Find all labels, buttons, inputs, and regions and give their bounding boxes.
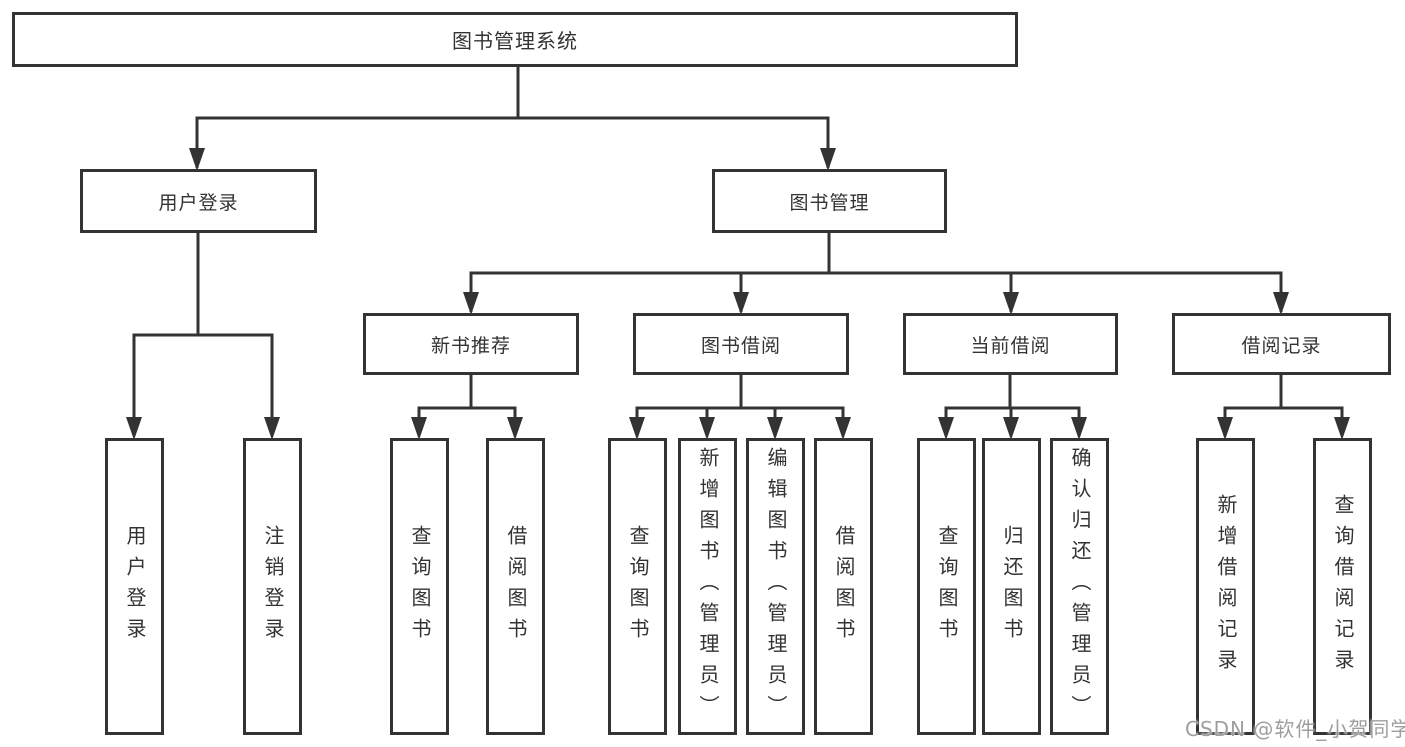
node-book-mgmt-label: 图书管理 — [789, 191, 870, 214]
leaf-cb-query-books-label: 查询图书 — [935, 524, 959, 649]
leaf-bb-borrow-books: 借阅图书 — [814, 438, 873, 735]
leaf-nb-query-books-label: 查询图书 — [408, 524, 432, 649]
leaf-bb-borrow-books-label: 借阅图书 — [832, 524, 856, 649]
node-root: 图书管理系统 — [12, 12, 1018, 67]
leaf-user-login: 用户登录 — [105, 438, 164, 735]
leaf-bb-edit-books-label: 编辑图书（管理员） — [764, 447, 788, 726]
leaf-nb-borrow-books: 借阅图书 — [486, 438, 545, 735]
node-new-book-rec-label: 新书推荐 — [430, 334, 511, 357]
node-root-label: 图书管理系统 — [452, 29, 578, 53]
leaf-nb-query-books: 查询图书 — [390, 438, 449, 735]
leaf-bb-query-books-label: 查询图书 — [626, 524, 650, 649]
leaf-br-add-record: 新增借阅记录 — [1196, 438, 1255, 735]
leaf-cb-return-books: 归还图书 — [982, 438, 1041, 735]
leaf-bb-edit-books: 编辑图书（管理员） — [746, 438, 805, 735]
leaf-cb-query-books: 查询图书 — [917, 438, 976, 735]
leaf-br-query-record: 查询借阅记录 — [1313, 438, 1372, 735]
leaf-bb-add-books-label: 新增图书（管理员） — [696, 447, 720, 726]
leaf-cb-return-books-label: 归还图书 — [1000, 524, 1024, 649]
node-user-login-label: 用户登录 — [158, 191, 239, 214]
node-new-book-rec: 新书推荐 — [363, 313, 579, 375]
leaf-br-query-record-label: 查询借阅记录 — [1331, 493, 1355, 680]
node-current-borrow-label: 当前借阅 — [970, 334, 1051, 357]
node-book-borrow: 图书借阅 — [633, 313, 849, 375]
leaf-logout-label: 注销登录 — [261, 524, 285, 649]
leaf-bb-query-books: 查询图书 — [608, 438, 667, 735]
node-user-login: 用户登录 — [80, 169, 317, 233]
leaf-bb-add-books: 新增图书（管理员） — [678, 438, 737, 735]
node-book-mgmt: 图书管理 — [712, 169, 947, 233]
leaf-nb-borrow-books-label: 借阅图书 — [504, 524, 528, 649]
node-borrow-records: 借阅记录 — [1172, 313, 1391, 375]
node-book-borrow-label: 图书借阅 — [700, 334, 781, 357]
leaf-cb-confirm-return-label: 确认归还（管理员） — [1068, 447, 1092, 726]
leaf-user-login-label: 用户登录 — [123, 524, 147, 649]
leaf-cb-confirm-return: 确认归还（管理员） — [1050, 438, 1109, 735]
leaf-logout: 注销登录 — [243, 438, 302, 735]
node-current-borrow: 当前借阅 — [903, 313, 1118, 375]
leaf-br-add-record-label: 新增借阅记录 — [1214, 493, 1238, 680]
watermark-text: CSDN @软件_小贺同学 — [1185, 717, 1405, 741]
node-borrow-records-label: 借阅记录 — [1241, 334, 1322, 357]
